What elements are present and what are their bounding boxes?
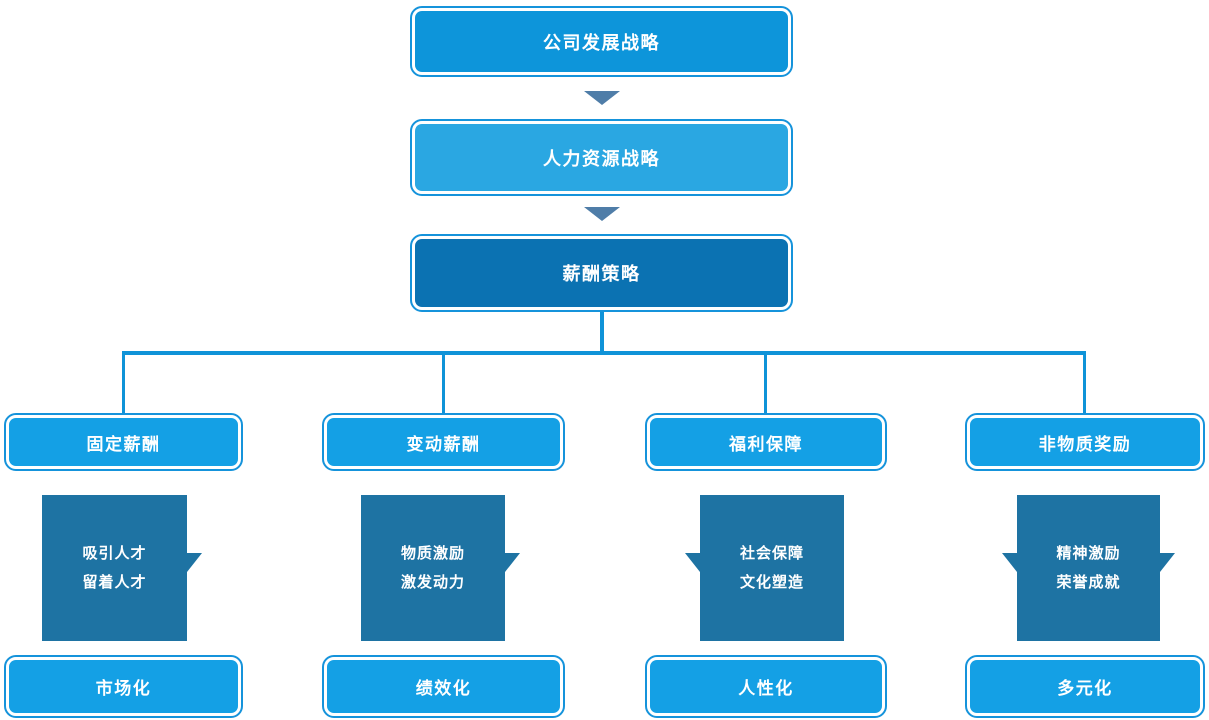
node-label: 公司发展战略 [543, 32, 660, 54]
branch-footer-marketization: 市场化 [4, 655, 243, 718]
branch-footer-label: 绩效化 [415, 679, 472, 699]
connector-drop-2 [442, 353, 445, 413]
ribbon-fixed-pay-detail: 吸引人才 留着人才 [42, 495, 202, 641]
branch-footer-performance: 绩效化 [322, 655, 565, 718]
node-fill: 绩效化 [327, 660, 560, 713]
ribbon-notch-right-icon [1160, 553, 1175, 572]
branch-header-label: 变动薪酬 [406, 434, 481, 455]
node-fill: 人性化 [650, 660, 882, 713]
ribbon-notch-left-icon [685, 553, 700, 572]
node-fill: 多元化 [970, 660, 1200, 713]
ribbon-line: 留着人才 [82, 573, 147, 591]
ribbon-line: 社会保障 [739, 544, 804, 562]
branch-header-nonmaterial-reward: 非物质奖励 [965, 413, 1205, 471]
node-hr-strategy: 人力资源战略 [410, 119, 793, 196]
connector-stem [600, 312, 604, 355]
node-fill: 非物质奖励 [970, 418, 1200, 466]
ribbon-line: 激发动力 [400, 573, 465, 591]
ribbon-notch-right-icon [505, 553, 520, 572]
node-label: 人力资源战略 [543, 148, 660, 170]
ribbon-line: 荣誉成就 [1056, 573, 1121, 591]
node-company-development-strategy: 公司发展战略 [410, 6, 793, 77]
branch-footer-humanization: 人性化 [645, 655, 887, 718]
node-fill: 市场化 [9, 660, 238, 713]
branch-header-fixed-pay: 固定薪酬 [4, 413, 243, 471]
ribbon-notch-right-icon [187, 553, 202, 572]
branch-footer-label: 多元化 [1057, 679, 1113, 699]
down-arrow-icon [584, 207, 620, 221]
connector-drop-3 [764, 353, 767, 413]
connector-hbar [122, 351, 1086, 355]
node-salary-strategy: 薪酬策略 [410, 234, 793, 312]
ribbon-notch-left-icon [1002, 553, 1017, 572]
branch-footer-label: 人性化 [738, 679, 794, 699]
ribbon-line: 物质激励 [400, 544, 465, 562]
node-fill: 变动薪酬 [327, 418, 560, 466]
node-fill: 人力资源战略 [415, 124, 788, 191]
branch-header-label: 固定薪酬 [86, 434, 161, 455]
ribbon-welfare-detail: 社会保障 文化塑造 [685, 495, 844, 641]
connector-drop-4 [1083, 353, 1086, 413]
branch-header-welfare: 福利保障 [645, 413, 887, 471]
node-label: 薪酬策略 [562, 264, 641, 285]
branch-header-label: 非物质奖励 [1038, 434, 1132, 455]
node-fill: 固定薪酬 [9, 418, 238, 466]
node-fill: 公司发展战略 [415, 11, 788, 72]
ribbon-line: 文化塑造 [739, 573, 804, 591]
branch-header-variable-pay: 变动薪酬 [322, 413, 565, 471]
down-arrow-icon [584, 91, 620, 105]
branch-footer-diversification: 多元化 [965, 655, 1205, 718]
ribbon-line: 精神激励 [1056, 544, 1121, 562]
node-fill: 福利保障 [650, 418, 882, 466]
branch-header-label: 福利保障 [729, 434, 803, 455]
ribbon-variable-pay-detail: 物质激励 激发动力 [361, 495, 520, 641]
ribbon-line: 吸引人才 [82, 544, 147, 562]
branch-footer-label: 市场化 [95, 679, 152, 699]
connector-drop-1 [122, 353, 125, 413]
node-fill: 薪酬策略 [415, 239, 788, 307]
ribbon-nonmaterial-reward-detail: 精神激励 荣誉成就 [1002, 495, 1175, 641]
